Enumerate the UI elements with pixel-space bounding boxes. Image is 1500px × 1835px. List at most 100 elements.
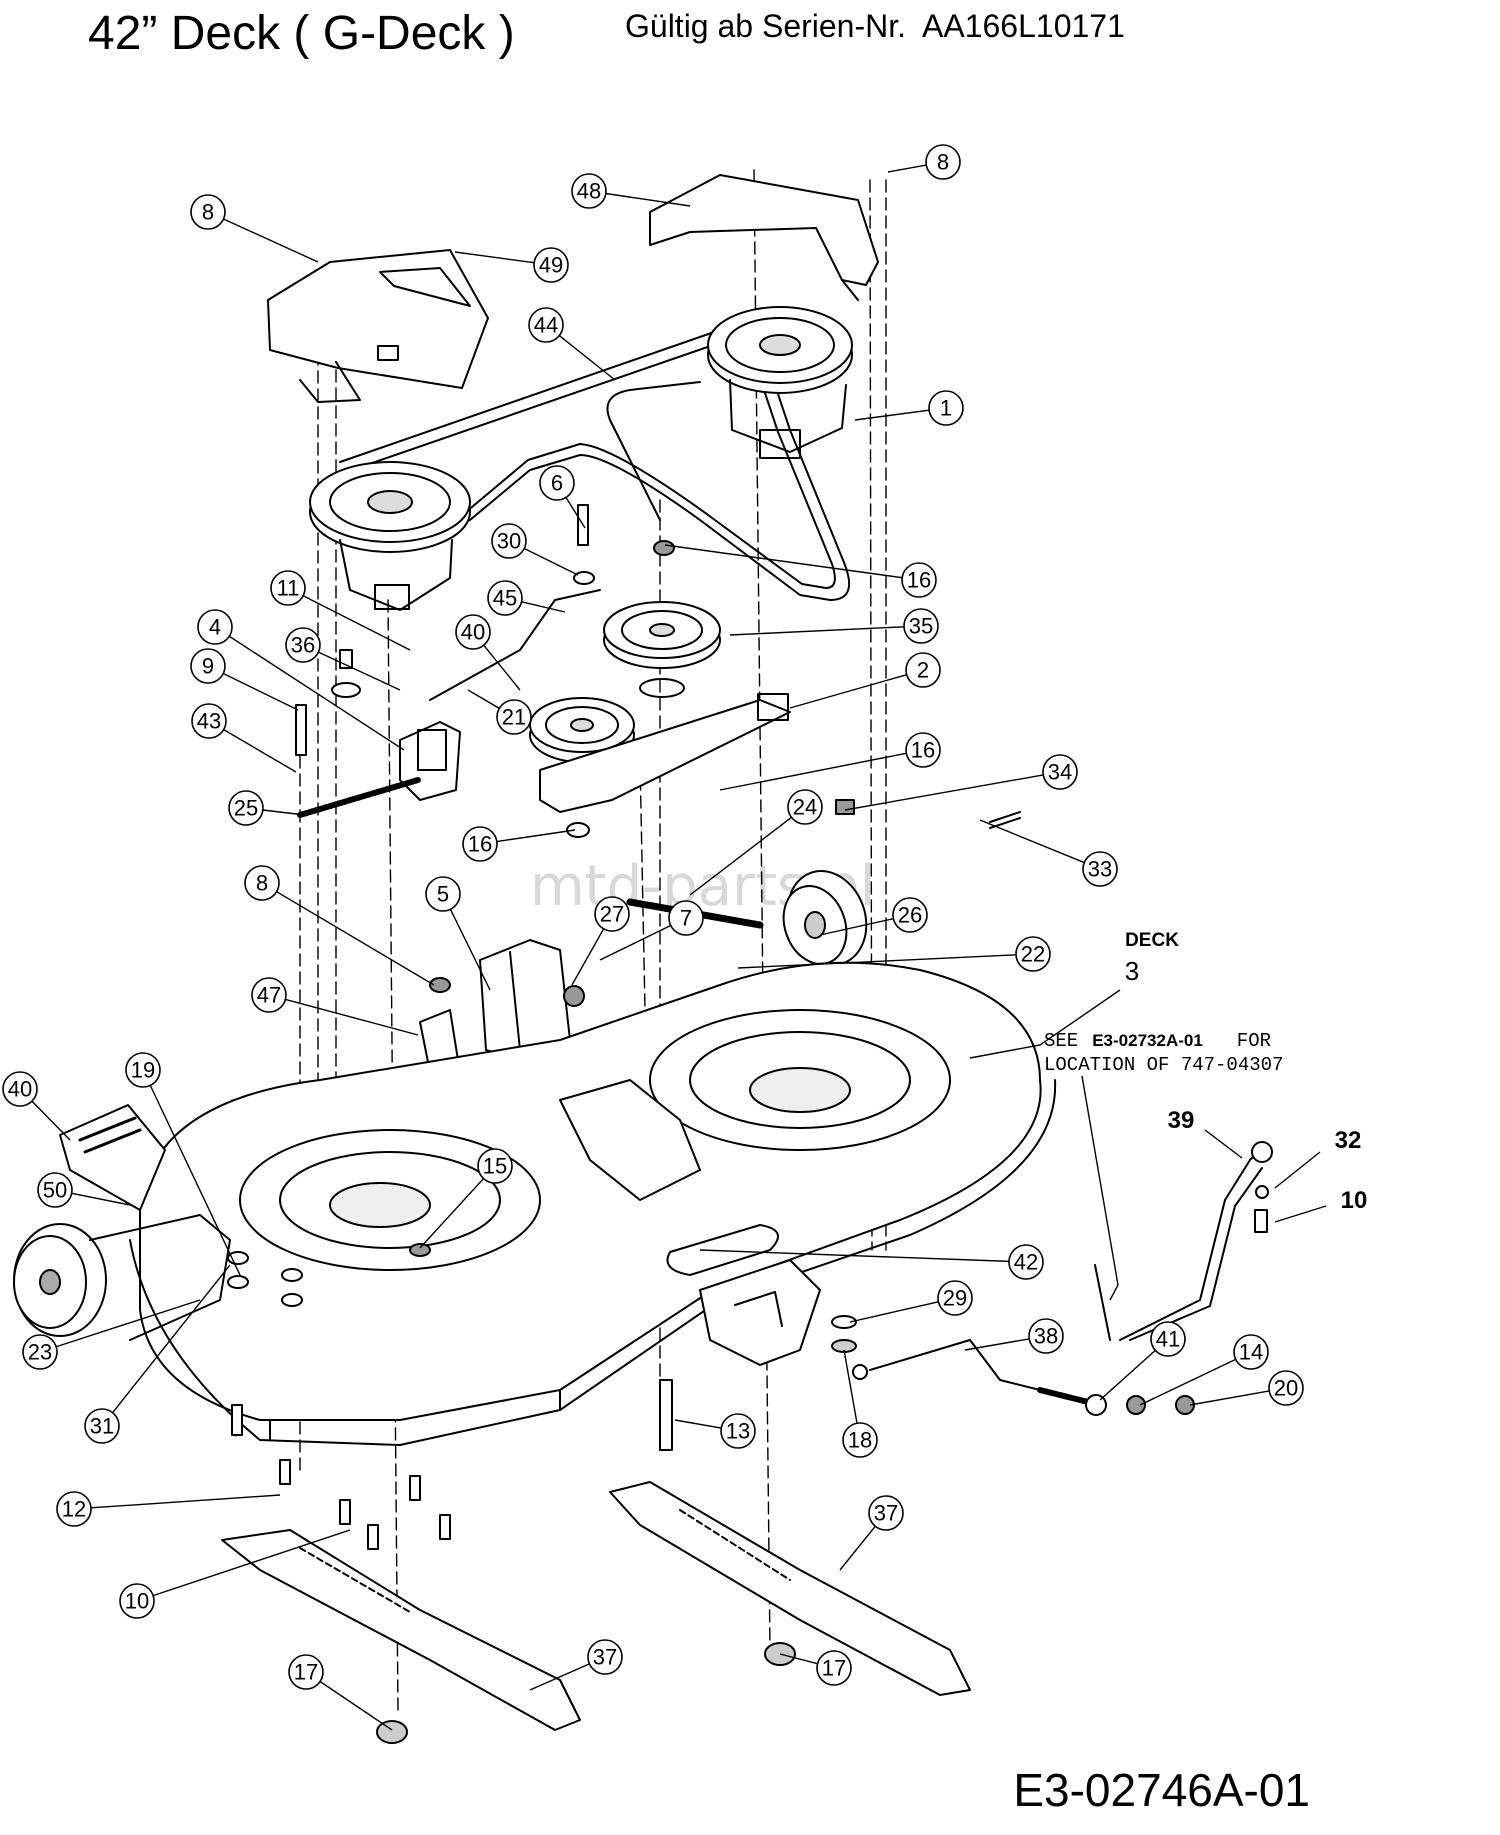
- callout-number: 4: [209, 615, 221, 640]
- callout-number: 44: [534, 313, 558, 338]
- callout-50: 50: [37, 1172, 73, 1208]
- callout-circle: [197, 609, 233, 645]
- callout-19: 19: [125, 1052, 161, 1088]
- callout-leader: [285, 998, 419, 1036]
- callout-number: 40: [8, 1077, 32, 1102]
- mower-deck: [129, 961, 1057, 1446]
- callout-leader: [964, 1338, 1030, 1351]
- callout-circle: [533, 247, 569, 283]
- callout-8: 8: [190, 194, 226, 230]
- callout-circle: [720, 1413, 756, 1449]
- blade-right: [609, 1481, 971, 1696]
- callout-circle: [37, 1172, 73, 1208]
- callout-number: 49: [539, 253, 563, 278]
- callout-circle: [191, 703, 227, 739]
- callout-circle: [190, 194, 226, 230]
- callout-circle: [491, 523, 527, 559]
- callout-leader: [779, 1653, 818, 1665]
- callout-circle: [1008, 1244, 1044, 1280]
- callout-6: 6: [539, 465, 575, 501]
- callout-circle: [571, 173, 607, 209]
- callout-7: 7: [668, 900, 704, 936]
- callout-31: 31: [84, 1408, 120, 1444]
- callout-number: 2: [917, 658, 929, 683]
- callout-leader: [228, 635, 405, 751]
- callout-leader: [565, 497, 586, 529]
- callout-circle: [285, 627, 321, 663]
- callout-number: 6: [551, 471, 563, 496]
- callout-number: 8: [937, 150, 949, 175]
- callout-leader: [112, 1264, 231, 1414]
- belt-guard-right: [649, 174, 879, 301]
- callout-circle: [816, 1650, 852, 1686]
- idler-pulley-35: [603, 601, 721, 698]
- callout-number: 16: [911, 738, 935, 763]
- callout-circle: [455, 614, 491, 650]
- callout-leader: [1099, 1349, 1156, 1401]
- callout-leader: [1139, 1358, 1236, 1406]
- callout-leader: [849, 1301, 939, 1323]
- callout-number: 21: [502, 705, 526, 730]
- callout-circle: [1268, 1370, 1304, 1406]
- linkage-rod: [429, 589, 601, 701]
- callout-number: 48: [577, 179, 601, 204]
- leader-line: [969, 989, 1121, 1059]
- note-suffix: FOR: [1237, 1030, 1271, 1052]
- callout-circle: [1015, 936, 1051, 972]
- leader-line: [1204, 1129, 1243, 1159]
- hardware-parts: [227, 504, 1273, 1550]
- document-number: E3-02746A-01: [1013, 1764, 1310, 1816]
- callout-circle: [587, 1639, 623, 1675]
- callout-circle: [903, 608, 939, 644]
- leader-line: [1081, 1075, 1119, 1301]
- spring-25: [297, 777, 421, 818]
- callout-leader: [1189, 1390, 1270, 1406]
- callout-number: 31: [90, 1414, 114, 1439]
- callout-leader: [844, 774, 1044, 811]
- leader-line: [1274, 1151, 1321, 1189]
- callout-16: 16: [901, 562, 937, 598]
- callout-9: 9: [190, 648, 226, 684]
- callout-41: 41: [1150, 1321, 1186, 1357]
- callout-circle: [842, 1422, 878, 1458]
- callout-number: 19: [131, 1058, 155, 1083]
- callout-10: 10: [119, 1583, 155, 1619]
- serial-label: Gültig ab Serien-Nr.: [625, 8, 907, 44]
- callout-leader: [571, 928, 605, 986]
- callout-number: 17: [822, 1656, 846, 1681]
- callout-circle: [892, 897, 928, 933]
- callout-circle: [244, 865, 280, 901]
- callout-number: 47: [257, 983, 281, 1008]
- callout-circle: [905, 732, 941, 768]
- callout-leader: [529, 1663, 590, 1691]
- callout-leader: [55, 1299, 201, 1348]
- callout-leader: [319, 1680, 393, 1731]
- callout-number: 36: [291, 633, 315, 658]
- blade-left: [221, 1529, 581, 1731]
- callout-number: 25: [234, 796, 258, 821]
- callout-26: 26: [892, 897, 928, 933]
- callout-leader: [887, 164, 927, 173]
- callout-leader: [689, 816, 792, 896]
- lift-link-rod: [852, 1339, 1103, 1408]
- callout-48: 48: [571, 173, 607, 209]
- callout-circle: [1082, 851, 1118, 887]
- callout-leader: [979, 819, 1085, 864]
- callout-number: 8: [256, 871, 268, 896]
- callout-number: 13: [726, 1419, 750, 1444]
- blade-adapters: [376, 1642, 796, 1744]
- callout-circle: [787, 789, 823, 825]
- callout-circle: [477, 1148, 513, 1184]
- callout-circle: [496, 699, 532, 735]
- callout-leader: [674, 1419, 722, 1429]
- callout-circle: [288, 1654, 324, 1690]
- callout-circle: [925, 144, 961, 180]
- note-prefix: SEE: [1044, 1030, 1078, 1052]
- callout-43: 43: [191, 703, 227, 739]
- callout-leader: [558, 335, 616, 381]
- callout-number: 16: [907, 568, 931, 593]
- callout-leader: [605, 192, 691, 207]
- callout-35: 35: [903, 608, 939, 644]
- callout-number: 16: [468, 832, 492, 857]
